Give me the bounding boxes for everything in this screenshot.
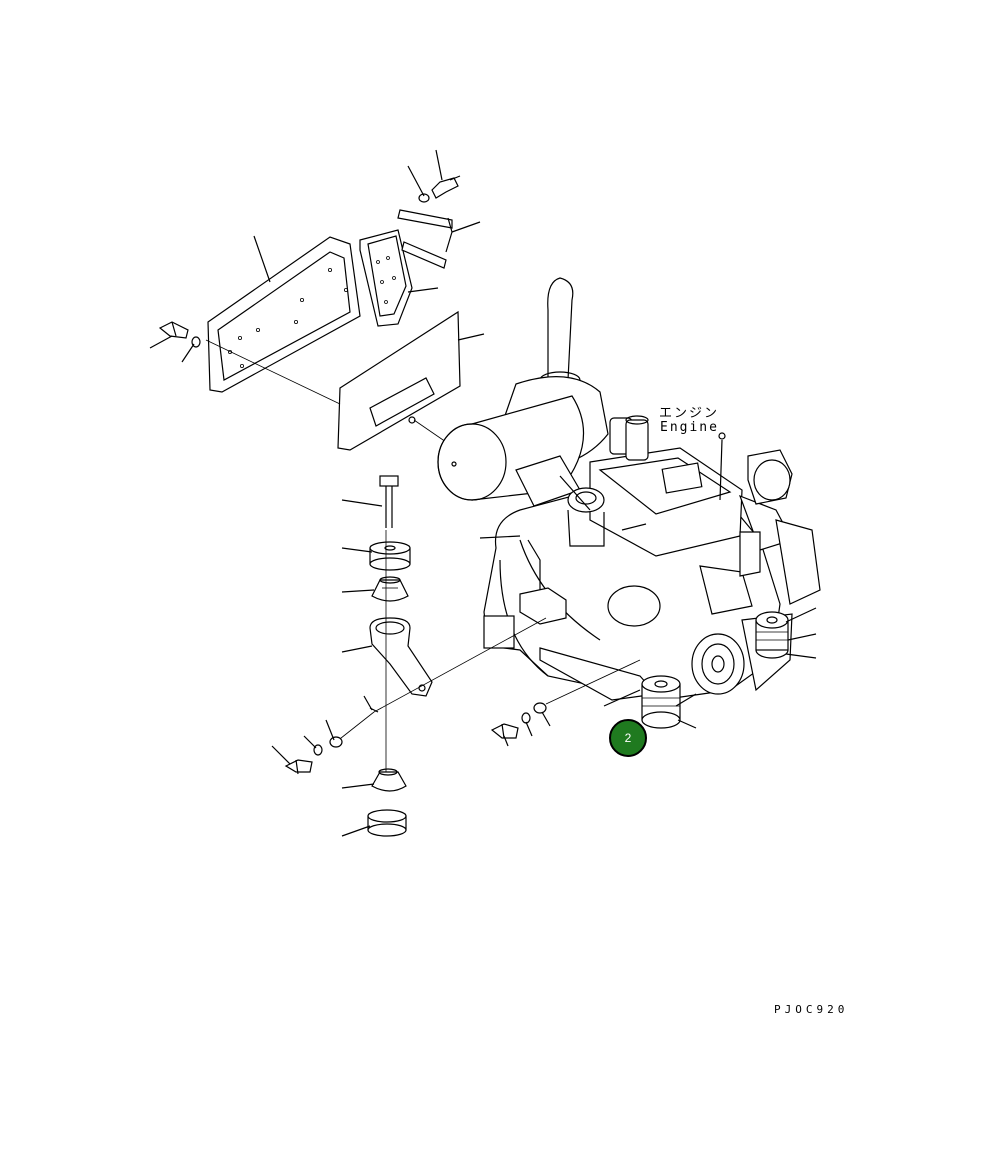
lower-middle-bolt-group [490, 659, 641, 739]
conical-cushion [371, 576, 409, 602]
engine [437, 277, 821, 701]
right-rubber-mount [755, 611, 789, 659]
rubber-cushion-upper [369, 541, 411, 571]
upper-bolt [431, 175, 461, 199]
engine-label-english: Engine [660, 420, 719, 435]
side-plate [483, 615, 515, 649]
engine-mount-bracket [519, 587, 567, 625]
alternator [607, 585, 661, 627]
upper-washer [418, 193, 430, 203]
crank-pulley [691, 633, 745, 695]
leader-lines-upper [149, 149, 485, 363]
front-rubber-mount [641, 675, 681, 729]
bottom-ring [367, 809, 407, 837]
mount-bracket-arm [369, 617, 433, 697]
drawing-code: PJOC920 [774, 1003, 849, 1016]
upper-bracket-assembly [158, 175, 461, 451]
engine-label-japanese: エンジン [659, 406, 720, 421]
long-bolt-head [379, 475, 399, 487]
oil-pan [539, 647, 658, 701]
callout-number: 2 [624, 731, 632, 745]
leader-lines-lower [271, 475, 817, 837]
conical-cushion-lower [371, 768, 407, 792]
lower-strip-plate [401, 241, 447, 269]
cover-plate [337, 310, 461, 451]
right-filter [753, 459, 791, 501]
lower-left-bolt [284, 759, 313, 775]
exhaust-pipe [547, 277, 574, 383]
left-bolt [158, 321, 189, 339]
left-mount-stack [284, 475, 547, 837]
upper-strip-plate [397, 209, 453, 229]
lower-left-nut [329, 736, 343, 748]
part-callout-2[interactable]: 2 [609, 719, 647, 757]
mounting-plate [207, 236, 361, 393]
